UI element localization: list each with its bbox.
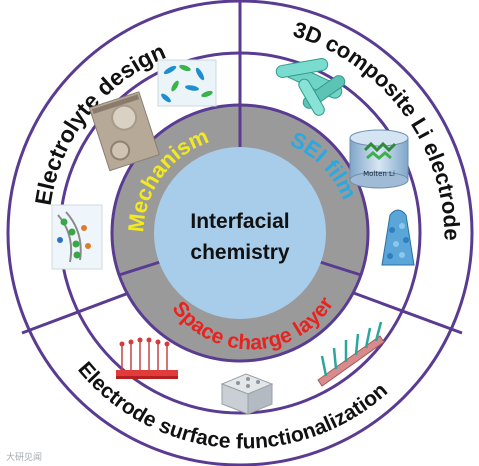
brush-structure-thumbnail xyxy=(116,337,178,379)
porous-column-thumbnail xyxy=(381,209,415,266)
center-circle xyxy=(154,147,326,319)
microscopy-thumbnail xyxy=(88,91,160,172)
grid-cube-thumbnail xyxy=(220,373,274,415)
watermark: 大研见闻 xyxy=(6,451,42,463)
fiber-network-thumbnail xyxy=(275,58,346,116)
center-title-line1: Interfacial xyxy=(190,210,289,233)
molecule-thumbnail xyxy=(51,204,103,270)
molten-li-label: Molten Li xyxy=(363,170,395,178)
inner-divider-left xyxy=(118,260,161,277)
spike-array-thumbnail xyxy=(317,321,385,387)
molten-li-cylinder-thumbnail: Molten Li xyxy=(349,129,409,189)
inner-divider-right xyxy=(319,260,362,277)
particles-thumbnail xyxy=(157,59,217,107)
center-title-line2: chemistry xyxy=(190,241,290,264)
